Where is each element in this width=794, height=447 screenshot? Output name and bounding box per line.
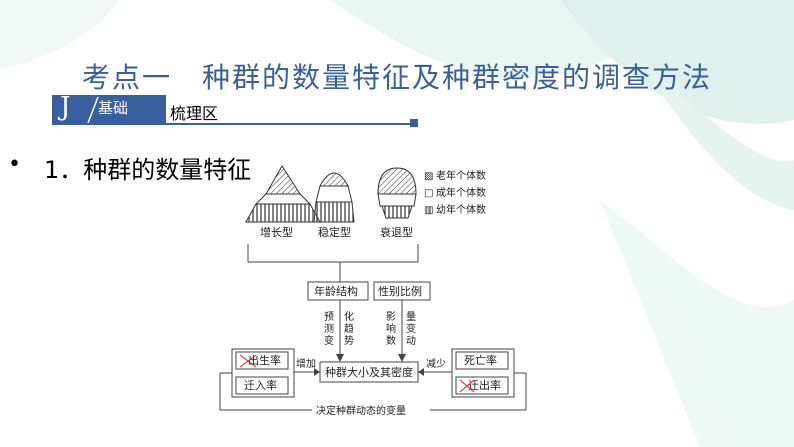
- immigration-box: [235, 376, 289, 395]
- birth-rate-label: 出生率: [248, 353, 281, 367]
- pyramid-bracket: [247, 244, 419, 282]
- center-label: 种群大小及其密度: [325, 365, 413, 379]
- col3-char-3: 数: [386, 334, 396, 347]
- section-badge: J 基础: [52, 92, 166, 124]
- pyramid-growth: [245, 165, 321, 223]
- bullet-marker: •: [8, 152, 21, 177]
- legend-symbol-adult: □: [424, 188, 433, 199]
- arrow-head-sex: [398, 354, 406, 362]
- legend-symbol-young: ▥: [424, 205, 433, 216]
- legend-label-old: 老年个体数: [436, 169, 486, 182]
- sex-ratio-label: 性别比例: [378, 284, 422, 298]
- col1-char-2: 测: [324, 322, 334, 335]
- decrease-label: 减少: [426, 358, 446, 370]
- effect-arrows: [339, 300, 403, 358]
- col4-char-1: 量: [406, 311, 416, 323]
- badge-label: 基础: [98, 99, 129, 117]
- badge-shape: [52, 95, 166, 124]
- emigration-box: [455, 376, 509, 395]
- col4-char-3: 动: [406, 335, 416, 347]
- immigration-label: 迁入率: [244, 378, 277, 392]
- vertical-text: 预 测 变 化 趋 势 影 响 数 量 变 动: [324, 310, 416, 347]
- section-rule-end: [410, 119, 418, 127]
- col2-char-3: 势: [344, 334, 354, 347]
- content-heading: 1．种群的数量特征: [44, 156, 252, 184]
- pyramid-label-growth: 增长型: [260, 225, 293, 239]
- pyramid-declining: [377, 167, 417, 219]
- col1-char-3: 变: [324, 334, 334, 347]
- col1-char-1: 预: [324, 311, 334, 323]
- death-rate-label: 死亡率: [464, 353, 497, 367]
- col2-char-1: 化: [344, 310, 354, 323]
- page-title: 考点一 种群的数量特征及种群密度的调查方法: [81, 61, 712, 94]
- legend-symbol-old: ▨: [424, 171, 433, 182]
- emigration-label: 迁出率: [468, 378, 501, 392]
- section-rule: [52, 123, 414, 125]
- bottom-label-bg: [312, 403, 430, 417]
- increase-arrow-head: [314, 368, 320, 376]
- col2-char-2: 趋: [344, 322, 354, 335]
- pyramid-label-stable: 稳定型: [318, 225, 351, 239]
- birth-rate-box: [235, 351, 289, 370]
- legend: ▨ 老年个体数 □ 成年个体数 ▥ 幼年个体数: [424, 169, 486, 216]
- age-structure-box: [307, 281, 369, 301]
- decrease-arrow-head: [418, 368, 424, 376]
- section-label: 梳理区: [170, 104, 219, 123]
- pyramid-stable: [313, 172, 355, 223]
- increase-label: 增加: [296, 357, 316, 370]
- legend-label-young: 幼年个体数: [436, 203, 486, 216]
- age-structure-label: 年龄结构: [314, 284, 358, 298]
- col3-char-1: 影: [386, 311, 396, 323]
- arrow-head-age: [336, 354, 344, 362]
- badge-letter: J: [60, 92, 71, 122]
- col3-char-2: 响: [386, 322, 396, 335]
- legend-label-adult: 成年个体数: [436, 186, 486, 199]
- death-rate-box: [455, 351, 509, 370]
- birth-rate-strike: [239, 354, 257, 368]
- pyramid-label-declining: 衰退型: [380, 225, 413, 239]
- emigration-strike: [459, 379, 475, 393]
- col4-char-2: 变: [406, 322, 416, 335]
- bottom-label: 决定种群动态的变量: [316, 404, 406, 417]
